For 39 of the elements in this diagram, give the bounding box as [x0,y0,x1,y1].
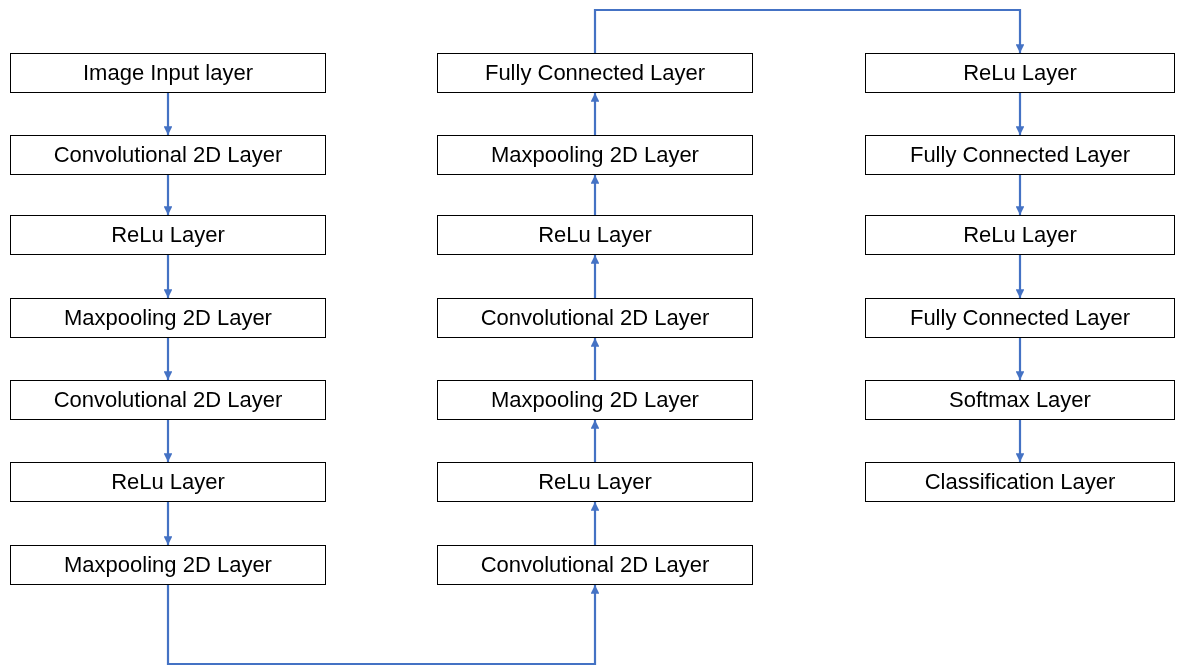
arrow [166,585,600,666]
layer-box: Fully Connected Layer [865,135,1175,175]
arrow [590,255,600,298]
arrow [163,175,173,215]
layer-box: Maxpooling 2D Layer [437,380,753,420]
layer-box: ReLu Layer [10,462,326,502]
layer-box: Image Input layer [10,53,326,93]
arrow [590,175,600,215]
arrow [593,8,1025,53]
layer-box: Classification Layer [865,462,1175,502]
layer-box: Convolutional 2D Layer [10,380,326,420]
layer-box: ReLu Layer [437,462,753,502]
arrow [590,420,600,462]
arrow [590,502,600,545]
arrow [163,502,173,545]
layer-box: ReLu Layer [865,215,1175,255]
layer-box: ReLu Layer [10,215,326,255]
arrow [1015,255,1025,298]
arrow [163,338,173,380]
arrow [1015,420,1025,462]
layer-box: Convolutional 2D Layer [437,545,753,585]
layer-box: ReLu Layer [437,215,753,255]
arrow [163,255,173,298]
layer-box: Fully Connected Layer [437,53,753,93]
arrow [1015,93,1025,135]
layer-box: Softmax Layer [865,380,1175,420]
arrow [1015,338,1025,380]
arrow [163,420,173,462]
layer-box: Maxpooling 2D Layer [10,545,326,585]
layer-box: Convolutional 2D Layer [437,298,753,338]
layer-box: Fully Connected Layer [865,298,1175,338]
layer-box: Maxpooling 2D Layer [10,298,326,338]
layer-box: Convolutional 2D Layer [10,135,326,175]
layer-box: ReLu Layer [865,53,1175,93]
arrow [590,338,600,380]
arrow [1015,175,1025,215]
layer-box: Maxpooling 2D Layer [437,135,753,175]
arrow [590,93,600,135]
arrow [163,93,173,135]
